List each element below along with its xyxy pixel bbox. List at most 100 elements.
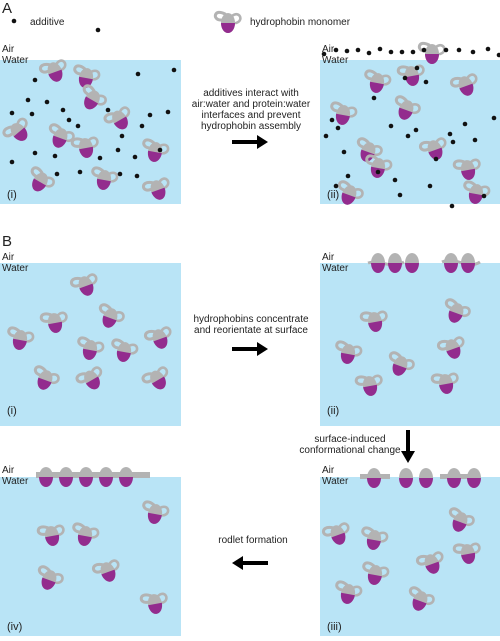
surface-monomer: [59, 467, 73, 487]
additive-dot: [44, 99, 50, 105]
additive-dot: [449, 203, 455, 209]
air-label: Air: [2, 44, 15, 55]
box-b-iii: Air Water (iii): [320, 465, 500, 636]
additive-dot: [335, 125, 341, 131]
surface-layer: [367, 253, 481, 273]
caption-line: surface-induced: [314, 434, 385, 445]
caption-line: interfaces and prevent: [202, 110, 301, 121]
surface-monomer: [119, 467, 133, 487]
surface-monomer: [79, 467, 93, 487]
additive-dot: [333, 47, 339, 53]
additive-dot: [375, 169, 381, 175]
additive-dot: [481, 193, 487, 199]
conformational-caption: surface-induced conformational change: [299, 434, 401, 456]
additive-dot: [323, 133, 329, 139]
water-label: Water: [2, 55, 29, 66]
surface-monomer: [371, 253, 385, 273]
additive-dot: [366, 50, 372, 56]
additive-group: [9, 27, 177, 179]
additive-dot: [54, 171, 60, 177]
additive-dot: [462, 121, 468, 127]
air-label: Air: [2, 252, 15, 263]
monomer-legend-label: hydrophobin monomer: [250, 17, 351, 28]
additive-dot: [443, 47, 449, 53]
additive-dot: [427, 183, 433, 189]
additive-dot: [329, 117, 335, 123]
additive-dot: [135, 71, 141, 77]
surface-monomer: [419, 468, 433, 488]
additive-group: [321, 46, 500, 209]
down-arrow-icon: [401, 430, 415, 463]
rodlet-caption: rodlet formation: [218, 535, 287, 546]
concentrate-caption: hydrophobins concentrate and reorientate…: [193, 314, 309, 336]
surface-monomer: [99, 467, 113, 487]
additive-dot: [165, 109, 171, 115]
hydrophobin-monomer-legend-icon: [213, 10, 242, 35]
box-numeral: (iii): [327, 621, 342, 633]
additive-dot: [341, 149, 347, 155]
additive-dot: [485, 46, 491, 52]
additive-dot: [52, 153, 58, 159]
surface-monomer: [467, 468, 481, 488]
additive-dot: [371, 95, 377, 101]
additive-dot: [344, 48, 350, 54]
additive-dot: [423, 79, 429, 85]
additive-dot: [405, 133, 411, 139]
surface-monomer: [39, 467, 53, 487]
right-arrow-icon: [232, 135, 268, 149]
panel-a-label: A: [2, 0, 12, 17]
caption-line: hydrophobins concentrate: [193, 314, 309, 325]
surface-monomer: [388, 253, 402, 273]
additive-dot: [105, 107, 111, 113]
additive-dot: [388, 123, 394, 129]
additive-dot: [472, 137, 478, 143]
additive-dot: [32, 77, 38, 83]
additive-dot: [97, 155, 103, 161]
air-label: Air: [2, 465, 15, 476]
additive-dot: [402, 75, 408, 81]
panel-b-label: B: [2, 233, 12, 250]
additive-dot: [399, 49, 405, 55]
water-label: Water: [2, 476, 29, 487]
panel-a-caption: additives interact with air:water and pr…: [192, 88, 311, 132]
additive-dot: [456, 47, 462, 53]
air-label: Air: [322, 252, 335, 263]
caption-line: and reorientate at surface: [194, 325, 308, 336]
additive-dot: [132, 154, 138, 160]
additive-dot: [32, 150, 38, 156]
additive-dot: [147, 112, 153, 118]
box-numeral: (i): [7, 189, 17, 201]
additive-dot: [450, 139, 456, 145]
water-label: Water: [322, 263, 349, 274]
additive-dot: [66, 117, 72, 123]
additive-dot: [9, 159, 15, 165]
additive-dot: [134, 173, 140, 179]
surface-monomer: [444, 253, 458, 273]
additive-legend-dot: [11, 18, 17, 24]
box-a-i: Air Water (i): [0, 27, 181, 206]
box-numeral: (iv): [7, 621, 22, 633]
additive-dot: [496, 52, 500, 58]
box-a-ii: Air Water (ii): [320, 41, 500, 211]
additive-dot: [25, 97, 31, 103]
additive-dot: [139, 123, 145, 129]
left-arrow-icon: [232, 556, 268, 570]
additive-dot: [117, 171, 123, 177]
additive-dot: [410, 49, 416, 55]
additive-dot: [470, 49, 476, 55]
additive-dot: [491, 115, 497, 121]
box-numeral: (i): [7, 405, 17, 417]
additive-dot: [421, 47, 427, 53]
water-label: Water: [322, 55, 349, 66]
additive-dot: [75, 123, 81, 129]
additive-dot: [377, 46, 383, 52]
additive-dot: [29, 111, 35, 117]
box-b-ii: Air Water (ii): [320, 252, 500, 426]
additive-dot: [95, 27, 101, 33]
additive-dot: [9, 110, 15, 116]
caption-line: conformational change: [299, 445, 401, 456]
additive-dot: [321, 51, 327, 57]
caption-line: hydrophobin assembly: [201, 121, 301, 132]
additive-dot: [447, 131, 453, 137]
